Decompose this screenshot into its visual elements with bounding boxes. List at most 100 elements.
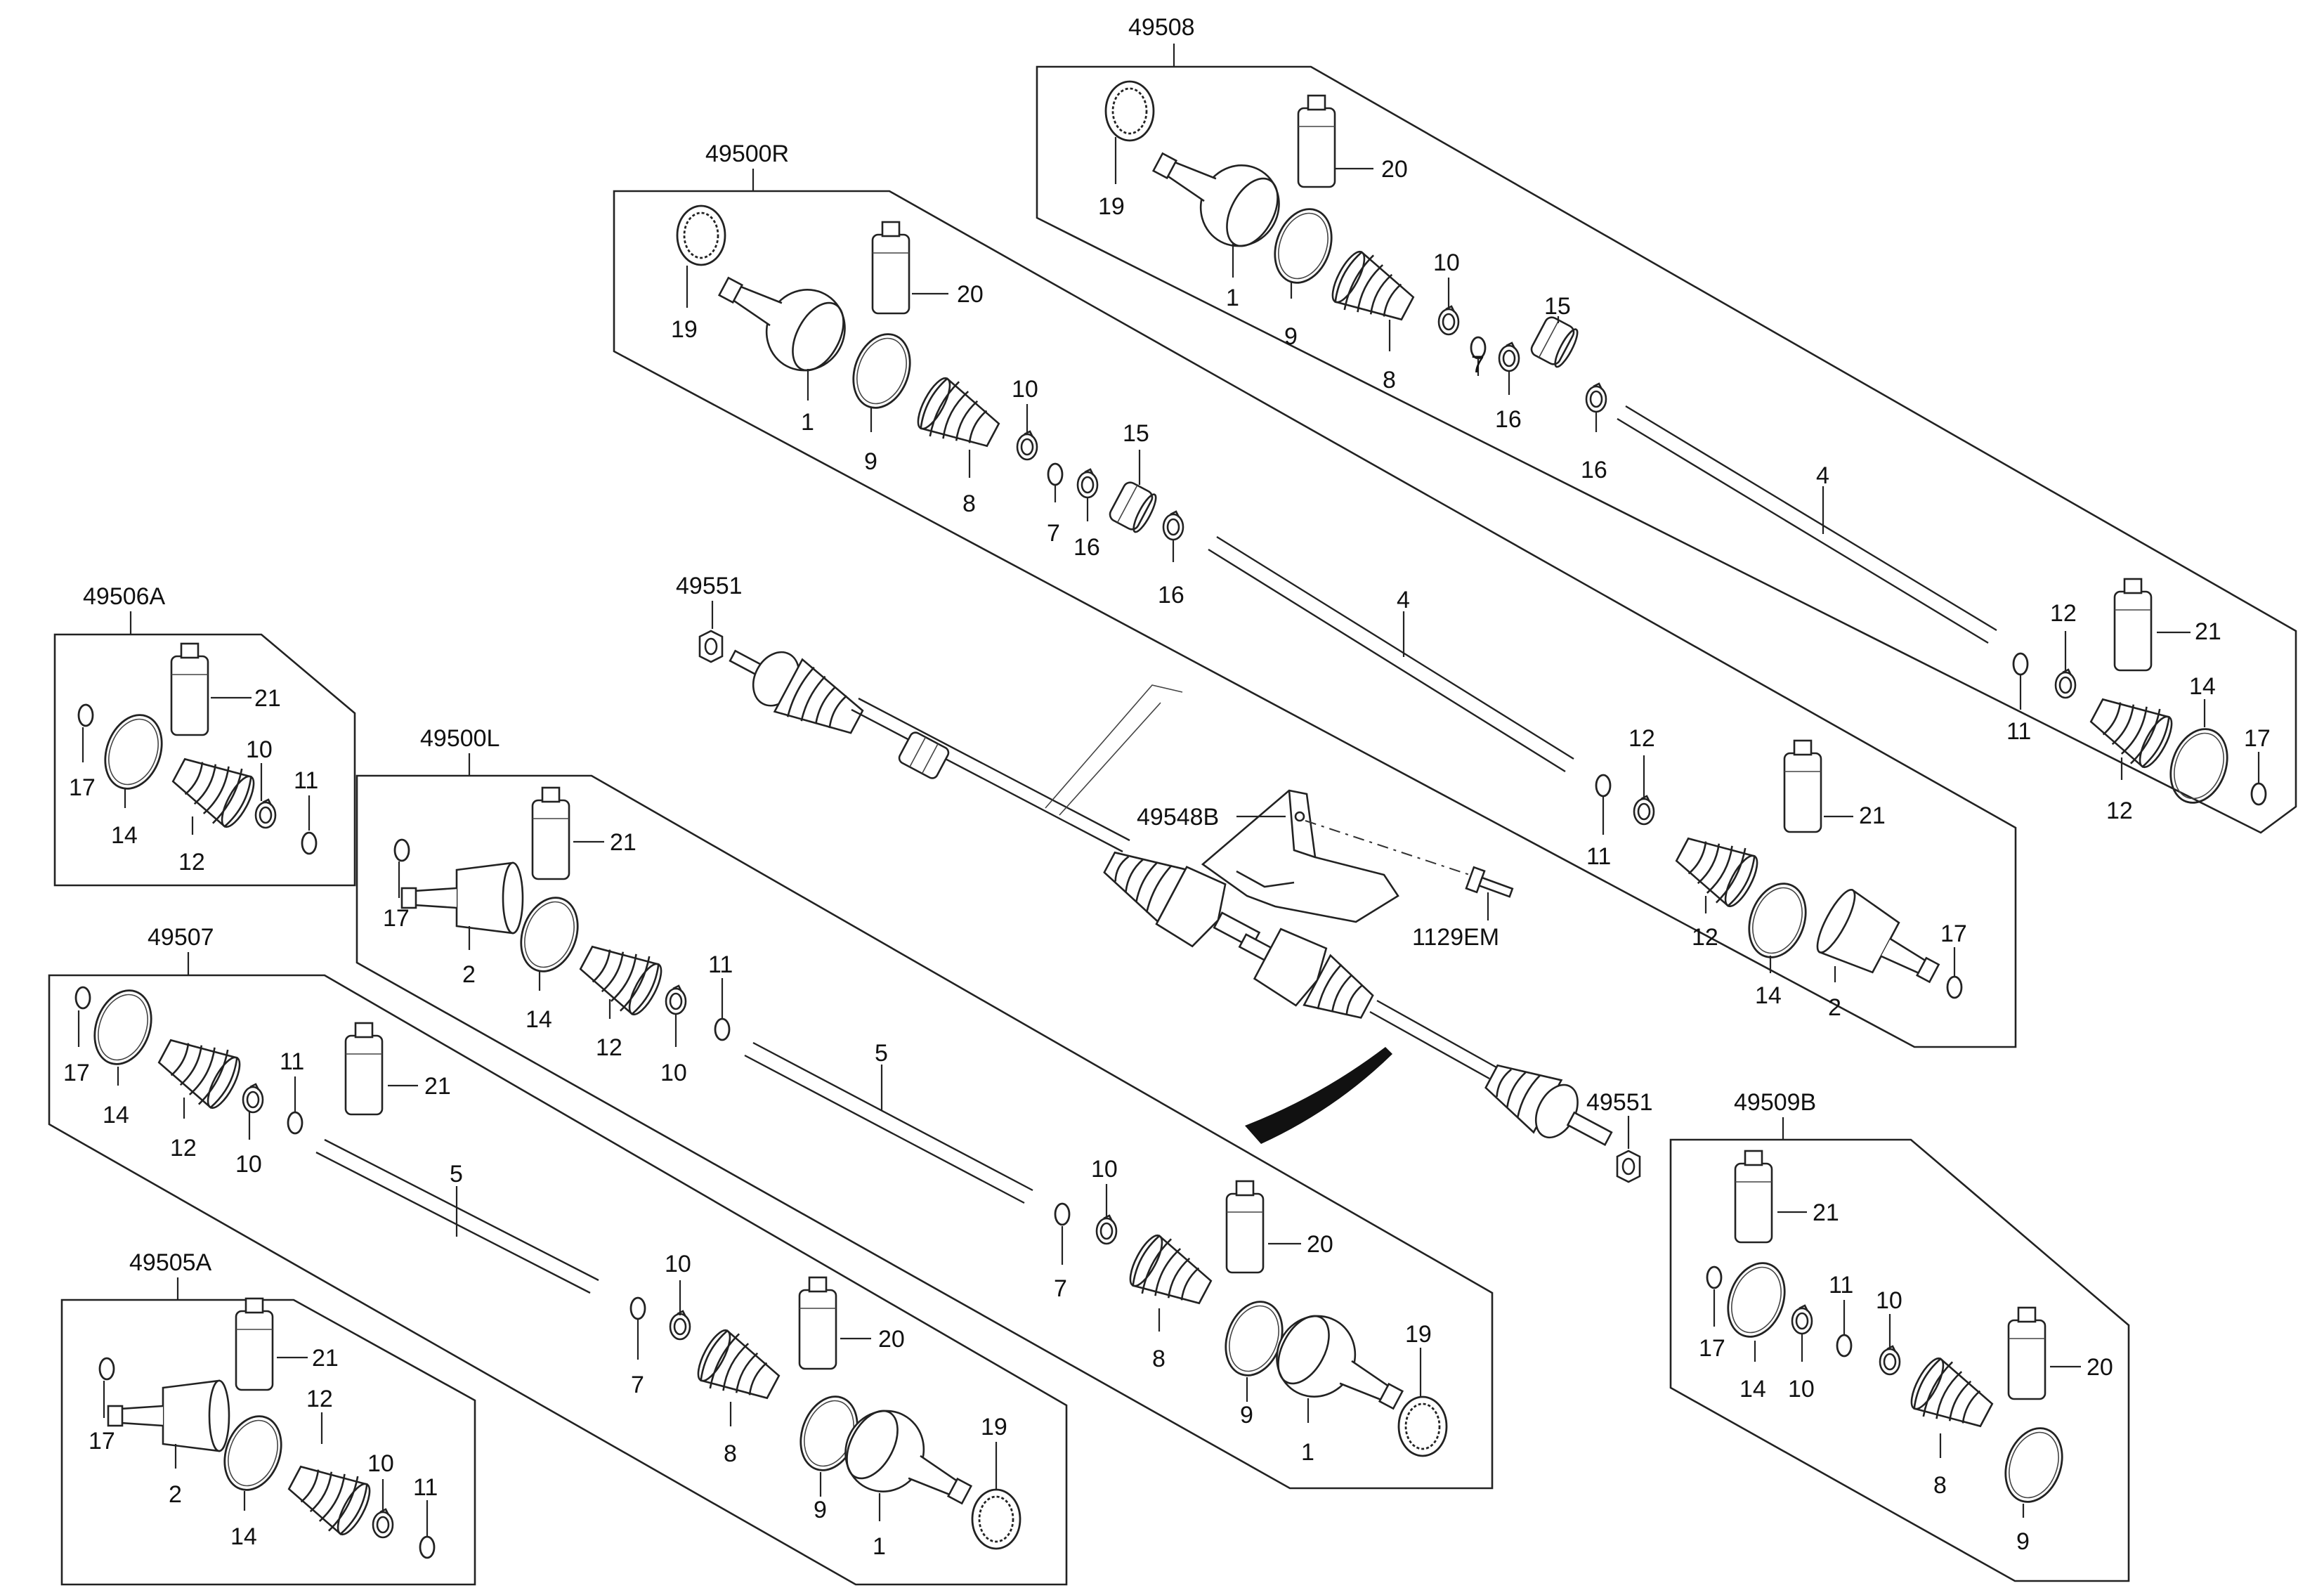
callout-49500L-8: 8: [1152, 1346, 1166, 1372]
clamp-icon: [1162, 510, 1184, 541]
clamp-icon: [1633, 795, 1655, 826]
clamp-icon: [372, 1508, 394, 1539]
snap-ring-icon: [1717, 1254, 1796, 1346]
direction-arrow-icon: [1245, 1047, 1392, 1144]
callout-49508-12b: 12: [2106, 798, 2133, 824]
clamp-icon: [1076, 468, 1099, 499]
circlip-icon: [98, 1357, 115, 1381]
inner-cv-joint-icon: [107, 1379, 230, 1452]
callout-49500R-12b: 12: [1692, 924, 1718, 951]
callout-49500L-2: 2: [462, 961, 476, 988]
group-label-49500R: 49500R: [705, 141, 789, 167]
outer-joint-assembly-b-icon: [1484, 1064, 1613, 1146]
boot-icon: [279, 1450, 378, 1542]
callout-49507-10: 10: [235, 1151, 262, 1178]
group-frame-49508: [1036, 65, 2297, 834]
callout-49505A-10: 10: [367, 1450, 394, 1477]
callout-49507-8: 8: [724, 1440, 737, 1467]
grease-bottle-icon: [798, 1276, 837, 1370]
callout-49500R-7: 7: [1047, 520, 1060, 547]
callout-49507-12: 12: [170, 1135, 197, 1161]
grease-bottle-icon: [1225, 1180, 1265, 1274]
callout-49500R-8: 8: [962, 490, 976, 517]
main-shaft-icon: [851, 697, 1130, 853]
callout-49505A-14: 14: [230, 1523, 257, 1550]
clamp-icon: [254, 798, 277, 829]
callout-49500L-9: 9: [1240, 1402, 1253, 1428]
inner-joint-assembly-b-icon: [1238, 928, 1374, 1019]
callout-49500R-16: 16: [1073, 534, 1100, 561]
boot-icon: [1903, 1351, 2002, 1443]
clamp-icon: [1016, 430, 1038, 461]
grease-bottle-icon: [2113, 578, 2153, 672]
boot-icon: [1666, 821, 1765, 914]
group-49506A-callouts: 21 17 14 10 11 12: [69, 685, 318, 876]
boot-icon: [570, 930, 670, 1022]
circlip-icon: [1595, 774, 1612, 798]
callout-49508-9: 9: [1284, 323, 1298, 350]
callout-49508-1: 1: [1226, 285, 1239, 311]
circlip-icon: [1047, 462, 1064, 486]
group-frame-49507: [48, 974, 1068, 1586]
group-49508-callouts: 19 20 1 9 8 10 7 16 15 16 4 12 21 11 14 …: [1098, 137, 2271, 824]
callout-49500R-1: 1: [801, 409, 814, 436]
hub-nut-icon: [698, 630, 724, 663]
grease-bottle-icon: [235, 1297, 274, 1391]
group-49505A-callouts: 21 12 17 2 14 10 11: [89, 1345, 438, 1550]
callout-49500R-10: 10: [1012, 376, 1038, 403]
callout-49509B-10: 10: [1788, 1376, 1815, 1402]
bolt-icon: [1465, 866, 1514, 898]
group-label-49505A: 49505A: [129, 1249, 212, 1276]
callout-49506A-17: 17: [69, 774, 96, 801]
group-49500R-parts: [676, 204, 1963, 1005]
callout-49500L-5: 5: [875, 1040, 888, 1067]
callout-49509B-21: 21: [1813, 1199, 1839, 1226]
tone-ring-icon: [1397, 1395, 1448, 1457]
grease-bottle-icon: [1783, 739, 1822, 833]
callout-49500L-14: 14: [525, 1006, 552, 1033]
clamp-icon: [1585, 382, 1607, 413]
circlip-icon: [1836, 1334, 1853, 1358]
group-label-49500L: 49500L: [420, 725, 500, 752]
drive-shaft-icon: [1617, 405, 1997, 644]
circlip-icon: [393, 838, 410, 862]
inner-cv-joint-icon: [400, 861, 524, 935]
bolt-axis-line: [1305, 820, 1470, 876]
clamp-icon: [665, 984, 687, 1015]
group-49508-parts: [1104, 80, 2267, 812]
group-label-49508: 49508: [1128, 14, 1195, 41]
callout-49507-10b: 10: [665, 1251, 691, 1277]
callout-49509B-17: 17: [1699, 1335, 1725, 1362]
grease-bottle-icon: [871, 221, 910, 315]
callout-49508-4: 4: [1816, 462, 1829, 489]
circlip-icon: [1706, 1265, 1723, 1289]
group-49507-callouts: 17 14 21 11 12 10 5 10 7 20 8 9 19 1: [63, 1010, 1007, 1560]
callout-49508-11: 11: [2006, 718, 2031, 745]
callout-49508-8: 8: [1383, 367, 1396, 393]
detail-leader-line: [1059, 702, 1161, 816]
callout-49500R-20: 20: [957, 281, 984, 308]
snap-ring-icon: [94, 705, 173, 798]
circlip-icon: [2250, 782, 2267, 806]
callout-49500R-9: 9: [864, 448, 877, 475]
damper-icon: [1528, 313, 1582, 370]
circlip-icon: [1946, 975, 1963, 999]
callout-49507-9: 9: [814, 1497, 827, 1523]
boot-icon: [690, 1322, 789, 1415]
dynamic-damper-icon: [898, 731, 950, 779]
callout-1129EM: 1129EM: [1412, 924, 1499, 951]
callout-49505A-11: 11: [413, 1474, 438, 1501]
group-label-49509B: 49509B: [1734, 1089, 1816, 1116]
tone-ring-icon: [676, 204, 726, 266]
clamp-icon: [1437, 305, 1460, 336]
circlip-icon: [629, 1296, 646, 1320]
damper-icon: [1106, 479, 1161, 535]
group-49500R-callouts: 19 20 1 9 8 10 7 16 15 16 4 12 21 11 12 …: [671, 266, 1967, 1021]
callout-49551-bottom: 49551: [1586, 1089, 1653, 1116]
callout-49507-7: 7: [631, 1372, 644, 1398]
callout-49507-14: 14: [103, 1102, 129, 1128]
group-49500L-parts: [393, 786, 1448, 1457]
bracket-icon: [1201, 789, 1399, 923]
callout-49508-20: 20: [1381, 156, 1408, 183]
callout-49500L-21: 21: [610, 829, 637, 856]
